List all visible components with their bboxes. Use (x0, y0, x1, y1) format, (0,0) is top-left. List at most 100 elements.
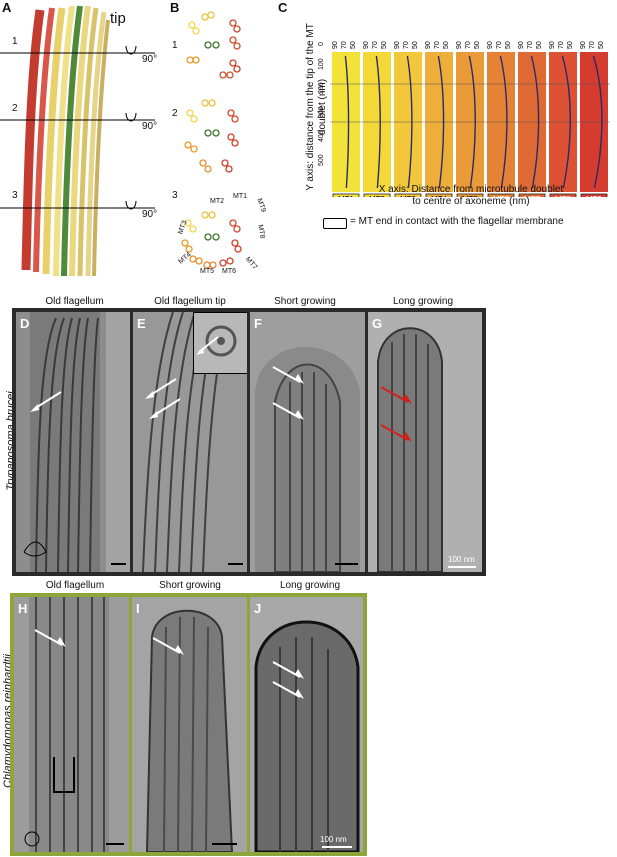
mt-profile-curve-mt7 (530, 55, 540, 189)
panel-label-j: J (254, 601, 262, 616)
rotation-angle-1: 90° (142, 54, 158, 65)
flagellum-3d-model (0, 5, 155, 277)
mt-label-text: MT9 (586, 195, 603, 197)
mt-label-text: MT5 (462, 195, 479, 197)
x-tick-label: 70 (465, 41, 472, 49)
rotation-arrow-icon (125, 45, 137, 55)
cross-section-inset (193, 312, 247, 374)
mt-label-mt1: MT1 (233, 193, 247, 200)
arrow-e-inset (196, 336, 219, 355)
micrograph-h: H (14, 597, 129, 852)
x-tick-label: 90 (425, 41, 432, 49)
x-tick-label: 50 (567, 41, 574, 49)
mt-profile-curve-mt2 (375, 55, 381, 189)
micrograph-i-image (132, 597, 247, 852)
mt-label-box (549, 193, 577, 197)
x-tick-label: 90 (363, 41, 370, 49)
micrograph-g-image (368, 312, 482, 572)
micrograph-f: F (250, 312, 365, 572)
scale-text-j: 100 nm (320, 835, 347, 844)
arrow-e-2 (149, 398, 181, 419)
x-tick-label: 70 (589, 41, 596, 49)
section-number-1: 1 (12, 36, 18, 47)
panel-title-g: Long growing (392, 296, 454, 307)
scale-text-g: 100 nm (448, 555, 475, 564)
x-tick-label: 90 (456, 41, 463, 49)
x-tick-label: 70 (341, 41, 348, 49)
panel-label-a: A (2, 0, 12, 15)
micrograph-f-image (250, 312, 365, 572)
arrow-d (30, 391, 62, 412)
panel-label-e: E (137, 316, 146, 331)
panel-label-f: F (254, 316, 262, 331)
x-tick-label: 90 (394, 41, 401, 49)
panel-title-i: Short growing (159, 580, 221, 591)
micrograph-i: I (132, 597, 247, 852)
mt-label-box (332, 193, 360, 197)
y-tick-label: 500 (318, 154, 325, 166)
cross-section-diagrams (181, 11, 242, 269)
panel-title-e: Old flagellum tip (154, 296, 226, 307)
x-tick-label: 50 (443, 41, 450, 49)
mt-profile-chart: 907050MT1907050MT2907050MT3907050MT49070… (330, 41, 610, 197)
rotation-angle-2: 90° (142, 121, 158, 132)
rotation-arrow-icon (125, 200, 137, 210)
scale-bar-j (322, 846, 352, 848)
mt-profile-curve-mt6 (499, 55, 508, 189)
panel-label-b: B (170, 0, 180, 15)
x-tick-label: 50 (505, 41, 512, 49)
section-number-3: 3 (12, 190, 18, 201)
mt-label-text: MT3 (400, 195, 417, 197)
panel-title-d: Old flagellum (45, 296, 104, 307)
panel-title-j: Long growing (279, 580, 341, 591)
red-arrow-g-2 (380, 424, 412, 442)
x-tick-label: 50 (474, 41, 481, 49)
mt-label-box (425, 193, 453, 197)
arrow-f-1 (272, 366, 304, 384)
arrow-h (34, 629, 66, 647)
y-tick-label: 400 (318, 130, 325, 142)
x-axis-label-line2: to centre of axoneme (nm) (412, 196, 530, 207)
panel-label-d: D (20, 316, 30, 331)
arrow-f-2 (272, 402, 304, 420)
mt-profile-curve-mt1 (344, 55, 350, 189)
x-tick-label: 90 (549, 41, 556, 49)
flagellum-strands (21, 5, 110, 277)
mt-label-box (363, 193, 391, 197)
cross-section-number-3: 3 (172, 190, 178, 201)
mt-label-text: MT7 (524, 195, 541, 197)
x-tick-label: 90 (332, 41, 339, 49)
x-tick-label: 50 (536, 41, 543, 49)
mt-label-box (580, 193, 608, 197)
micrograph-j: J 100 nm (250, 597, 363, 852)
x-tick-label: 50 (598, 41, 605, 49)
x-tick-label: 70 (558, 41, 565, 49)
y-tick-label: 0 (318, 42, 325, 46)
y-tick-label: 100 (318, 58, 325, 70)
mt-label-box (456, 193, 484, 197)
section-number-2: 2 (12, 103, 18, 114)
mt-label-box (487, 193, 515, 197)
x-tick-label: 70 (372, 41, 379, 49)
legend-text: = MT end in contact with the flagellar m… (350, 216, 564, 227)
panel-label-i: I (136, 601, 140, 616)
mt-label-text: MT1 (338, 195, 355, 197)
micrograph-d: D (16, 312, 130, 572)
mt-label-mt5: MT5 (200, 268, 214, 275)
mt-label-mt6: MT6 (222, 268, 236, 275)
mt-label-box (394, 193, 422, 197)
mt-label-text: MT4 (431, 195, 448, 197)
x-tick-label: 90 (580, 41, 587, 49)
red-arrow-g-1 (380, 386, 412, 404)
mt-profile-curve-mt3 (406, 55, 413, 189)
x-tick-label: 50 (350, 41, 357, 49)
x-tick-label: 70 (403, 41, 410, 49)
mt-profile-curve-mt5 (468, 55, 476, 189)
panel-label-g: G (372, 316, 383, 331)
x-tick-label: 70 (496, 41, 503, 49)
mt-label-text: MT8 (555, 195, 572, 197)
mt-label-mt2: MT2 (210, 198, 224, 205)
x-tick-label: 50 (412, 41, 419, 49)
chlamydomonas-cell-icon (24, 831, 40, 847)
mt-label-text: MT2 (369, 195, 386, 197)
